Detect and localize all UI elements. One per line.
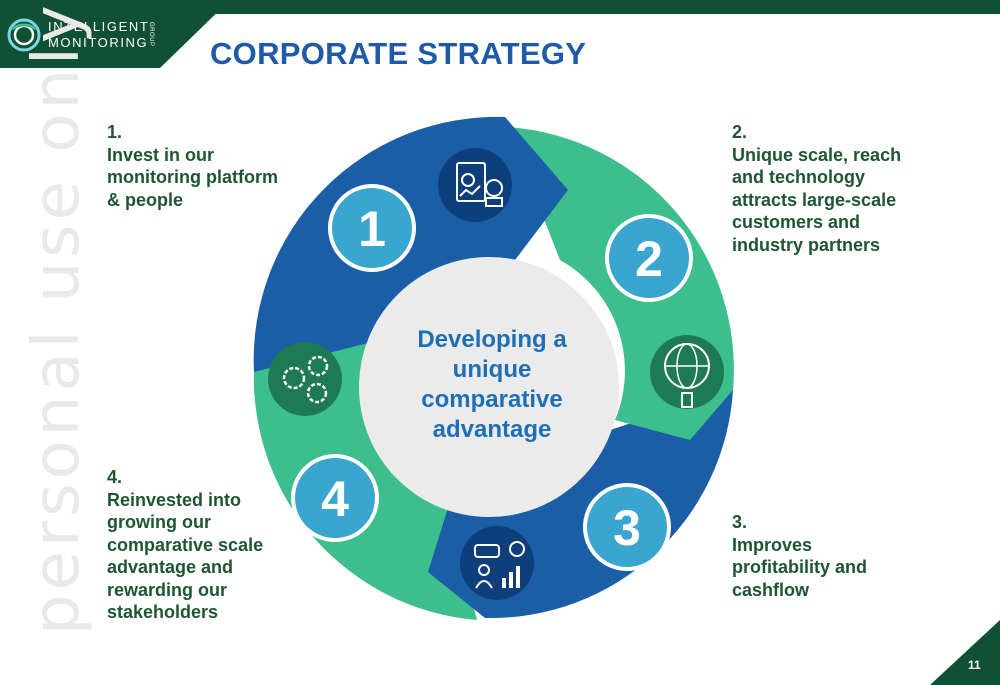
- step-2-text: Unique scale, reach and technology attra…: [732, 144, 902, 255]
- page-number: 11: [968, 658, 981, 672]
- badge-2: 2: [605, 214, 693, 302]
- financial-report-icon: [438, 148, 512, 222]
- step-2-number: 2.: [732, 122, 748, 142]
- logo-emblem-icon: [7, 18, 41, 52]
- center-circle: [359, 257, 619, 517]
- badge-4: 4: [291, 454, 379, 542]
- badge-1-number: 1: [358, 201, 386, 257]
- step-4-text: Reinvested into growing our comparative …: [107, 489, 264, 623]
- step-3-text: Improves profitability and cashflow: [732, 534, 867, 600]
- company-logo: INTELLIGENT MONITORING GROUP: [0, 0, 230, 68]
- badge-2-number: 2: [635, 231, 663, 287]
- global-analytics-icon: [650, 335, 724, 409]
- badge-4-number: 4: [321, 471, 349, 527]
- step-1-text: Invest in our monitoring platform & peop…: [107, 144, 278, 210]
- logo-text-monitoring: MONITORING: [48, 35, 149, 50]
- logo-text-intelligent: INTELLIGENT: [48, 19, 150, 34]
- step-1-description: 1. Invest in our monitoring platform & p…: [107, 121, 307, 211]
- badge-1: 1: [328, 184, 416, 272]
- business-analytics-icon: [460, 526, 534, 600]
- step-1-number: 1.: [107, 122, 123, 142]
- step-2-description: 2. Unique scale, reach and technology at…: [732, 121, 962, 256]
- page-title: CORPORATE STRATEGY: [210, 36, 587, 71]
- step-3-description: 3. Improves profitability and cashflow: [732, 511, 932, 601]
- gears-finance-icon: [268, 342, 342, 416]
- logo-background: [0, 0, 230, 68]
- corner-page-tab: [930, 620, 1000, 685]
- step-4-description: 4. Reinvested into growing our comparati…: [107, 466, 307, 624]
- top-bar: [0, 0, 1000, 14]
- step-3-number: 3.: [732, 512, 748, 532]
- logo-text-group: GROUP: [148, 22, 154, 47]
- badge-3-number: 3: [613, 500, 641, 556]
- step-4-number: 4.: [107, 467, 123, 487]
- badge-3: 3: [583, 483, 671, 571]
- center-statement: Developing a unique comparative advantag…: [417, 326, 567, 443]
